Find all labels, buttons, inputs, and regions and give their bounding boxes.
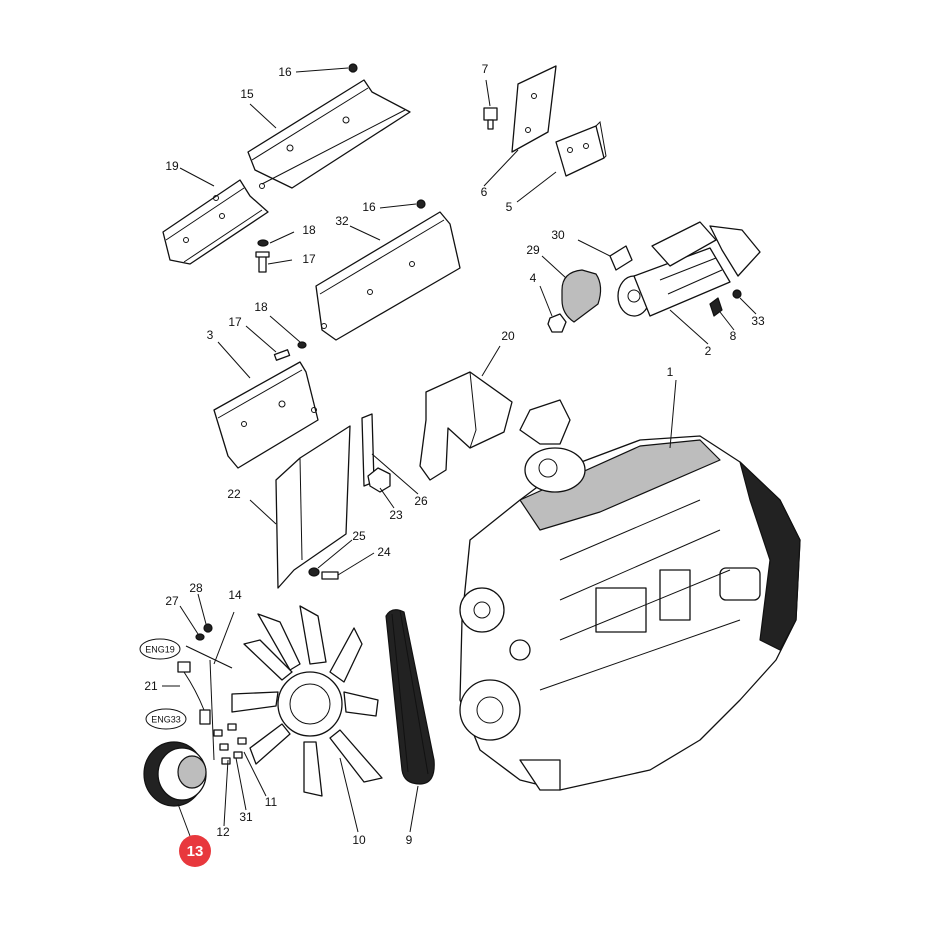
callout-9: 9 — [406, 833, 413, 847]
callout-30: 30 — [551, 228, 565, 242]
part-14-rod — [185, 645, 233, 761]
callout-10: 10 — [352, 833, 366, 847]
highlight-label: 13 — [187, 843, 204, 860]
part-6-bracket — [511, 65, 557, 153]
part-24-bolt — [321, 571, 339, 580]
callout-6: 6 — [481, 185, 488, 199]
tag-eng33: ENG33 — [145, 708, 187, 730]
part-3-lower-heat-shield — [213, 361, 319, 469]
part-17-bolt — [255, 251, 270, 273]
callout-24: 24 — [377, 545, 391, 559]
part-11-12-31-fasteners — [213, 723, 247, 765]
part-17-bolt-lower — [273, 349, 291, 361]
callout-27: 27 — [165, 594, 179, 608]
part-8-bracket — [709, 297, 723, 317]
callout-23: 23 — [389, 508, 403, 522]
part-5-plate — [555, 120, 607, 177]
callout-21: 21 — [144, 679, 158, 693]
callout-5: 5 — [506, 200, 513, 214]
svg-text:ENG19: ENG19 — [145, 644, 175, 654]
part-29-terminal-cover — [561, 269, 602, 323]
part-16-nut-lower — [416, 199, 426, 209]
callout-15: 15 — [240, 87, 254, 101]
highlight-badge-13[interactable]: 13 — [179, 835, 211, 867]
part-32-middle-heat-shield — [315, 211, 461, 341]
part-2-starter-motor — [617, 221, 761, 317]
callout-33: 33 — [751, 314, 765, 328]
callout-8: 8 — [730, 329, 737, 343]
callout-18-top: 18 — [302, 223, 316, 237]
callout-29: 29 — [526, 243, 540, 257]
highlight-circle[interactable] — [179, 835, 211, 867]
svg-text:ENG33: ENG33 — [151, 714, 181, 724]
callout-3: 3 — [207, 328, 214, 342]
callout-12: 12 — [216, 825, 230, 839]
callout-1: 1 — [667, 365, 674, 379]
part-22-shield — [275, 425, 351, 589]
callout-17-mid: 17 — [228, 315, 242, 329]
part-1-engine — [459, 399, 801, 791]
callout-16-mid: 16 — [362, 200, 376, 214]
part-19-side-heat-shield — [162, 179, 269, 265]
callout-7: 7 — [482, 62, 489, 76]
callout-18-mid: 18 — [254, 300, 268, 314]
part-21-sensor-harness — [177, 661, 211, 725]
part-33-nut — [732, 289, 742, 299]
part-4-nut — [547, 313, 567, 333]
part-23-spacer — [367, 467, 391, 493]
callout-22: 22 — [227, 487, 241, 501]
part-27-washer — [195, 633, 205, 641]
callout-31: 31 — [239, 810, 253, 824]
part-9-belt — [385, 609, 435, 785]
callout-20: 20 — [501, 329, 515, 343]
callout-19: 19 — [165, 159, 179, 173]
callout-labels: 1 2 3 4 5 6 7 8 9 10 11 12 14 15 16 16 1… — [144, 62, 765, 847]
callout-17-top: 17 — [302, 252, 316, 266]
part-15-upper-heat-shield — [247, 79, 411, 189]
callout-32: 32 — [335, 214, 349, 228]
callout-26: 26 — [414, 494, 428, 508]
part-30-ce-label — [609, 245, 633, 271]
part-18-washer-lower — [297, 341, 307, 349]
part-7-bolt — [483, 107, 498, 130]
callout-14: 14 — [228, 588, 242, 602]
tag-eng19: ENG19 — [139, 638, 181, 660]
part-10-fan — [231, 605, 383, 797]
callout-28: 28 — [189, 581, 203, 595]
part-20-shroud — [419, 371, 513, 481]
part-28-nut — [203, 623, 213, 633]
callout-16-top: 16 — [278, 65, 292, 79]
part-13-viscous-clutch — [143, 741, 207, 807]
callout-11: 11 — [265, 795, 278, 809]
callout-2: 2 — [705, 344, 712, 358]
part-18-washer — [257, 239, 269, 247]
part-16-nut — [348, 63, 358, 73]
callout-25: 25 — [352, 529, 366, 543]
part-25-washer — [308, 567, 320, 577]
callout-4: 4 — [530, 271, 537, 285]
leader-lines — [162, 67, 757, 837]
